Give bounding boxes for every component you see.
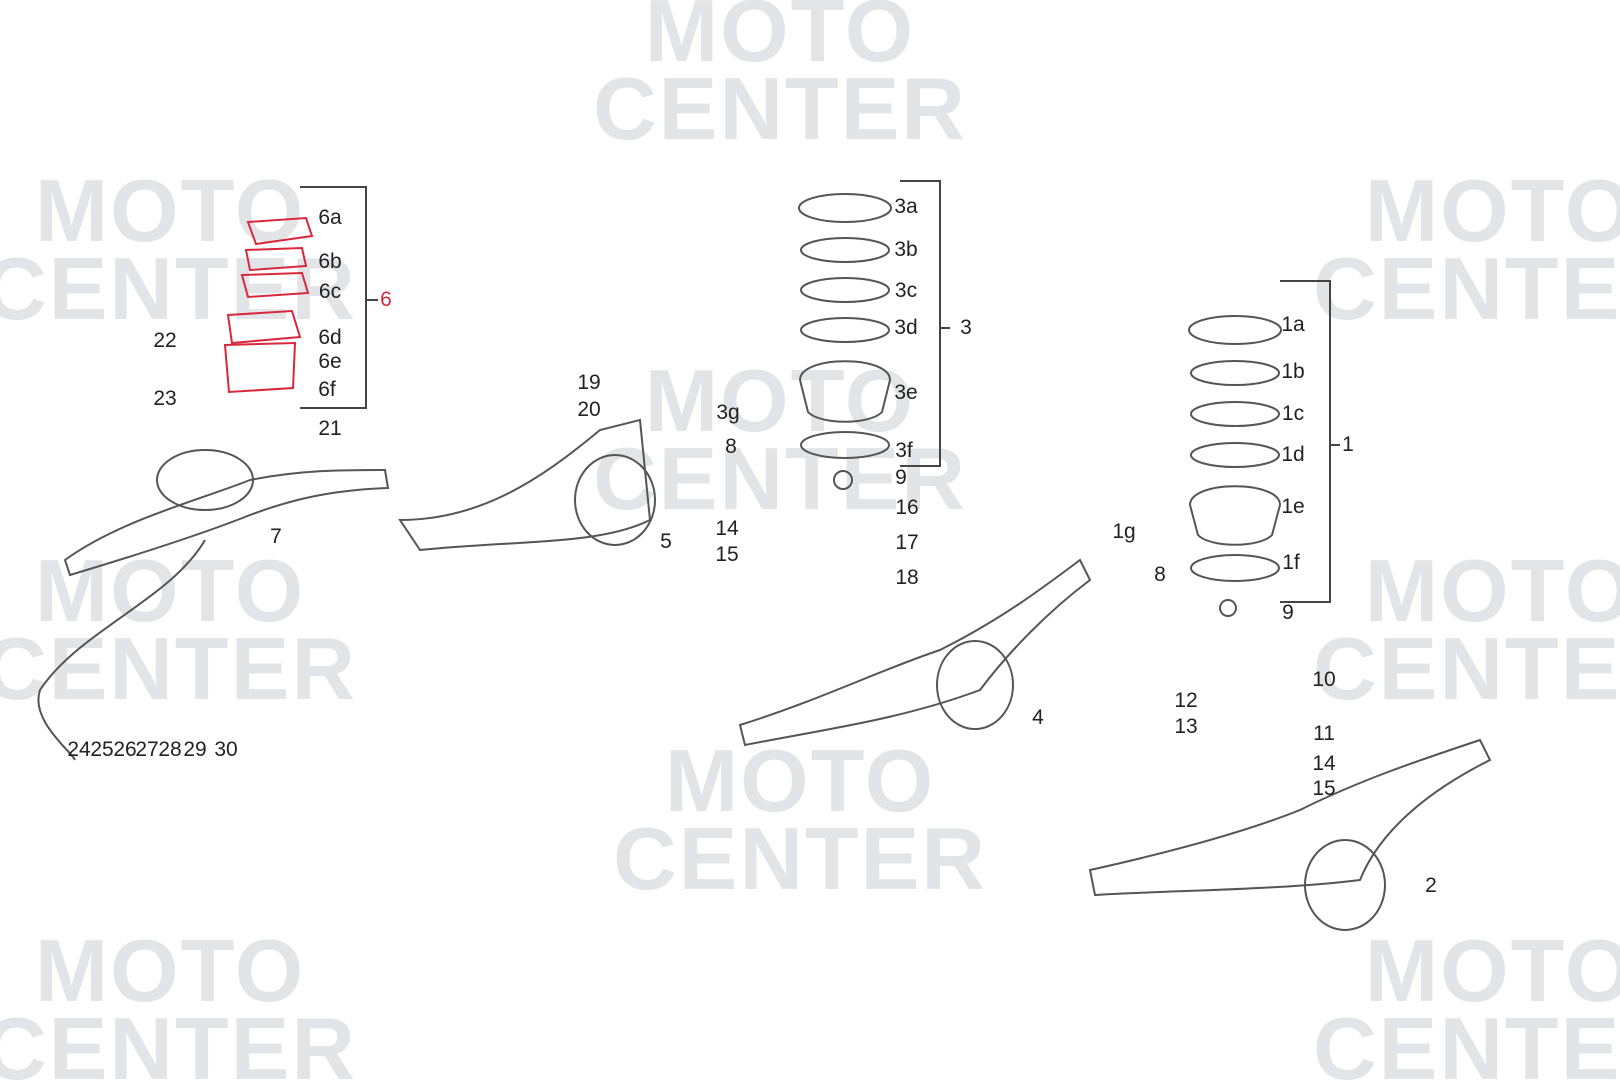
callout-23: 23 <box>153 387 177 410</box>
watermark-line1: MOTO <box>644 351 916 450</box>
callout-4: 4 <box>1032 706 1044 729</box>
callout-1a: 1a <box>1281 313 1305 336</box>
instrument-assembly-6 <box>223 216 314 394</box>
callout-14: 14 <box>715 517 739 540</box>
callout-25: 25 <box>90 738 114 761</box>
callout-28: 28 <box>158 738 182 761</box>
callout-24: 24 <box>67 738 91 761</box>
watermark-line1: MOTO <box>34 921 306 1020</box>
callout-2: 2 <box>1425 874 1437 897</box>
callout-6c: 6c <box>318 280 342 303</box>
callout-18: 18 <box>895 566 919 589</box>
watermark-line1: MOTO <box>664 731 936 830</box>
callout-1d: 1d <box>1281 443 1305 466</box>
callout-10: 10 <box>1312 668 1336 691</box>
watermark-line2: CENTER <box>0 619 357 718</box>
callout-1f: 1f <box>1282 551 1300 574</box>
watermark-line1: MOTO <box>1364 161 1620 260</box>
callout-5: 5 <box>660 530 672 553</box>
callout-30: 30 <box>214 738 238 761</box>
watermark-line2: CENTER <box>0 239 357 338</box>
callout-6: 6 <box>380 288 392 311</box>
watermark-line2: CENTER <box>593 59 967 158</box>
callout-1: 1 <box>1342 433 1354 456</box>
callout-22: 22 <box>153 329 177 352</box>
watermark-line1: MOTO <box>34 161 306 260</box>
callout-13: 13 <box>1174 715 1198 738</box>
callout-1b: 1b <box>1281 360 1305 383</box>
callout-3: 3 <box>960 316 972 339</box>
watermark-line1: MOTO <box>1364 541 1620 640</box>
callout-19: 19 <box>577 371 601 394</box>
callout-15: 15 <box>1312 777 1336 800</box>
watermark-line1: MOTO <box>34 541 306 640</box>
callout-6b: 6b <box>318 250 342 273</box>
callout-3g: 3g <box>716 401 740 424</box>
callout-3a: 3a <box>894 195 918 218</box>
watermark-line2: CENTER <box>1313 999 1620 1080</box>
callout-6f: 6f <box>318 378 336 401</box>
callout-15: 15 <box>715 543 739 566</box>
callout-8: 8 <box>1154 563 1166 586</box>
callout-9: 9 <box>1282 601 1294 624</box>
callout-7: 7 <box>270 525 282 548</box>
callout-3d: 3d <box>894 316 918 339</box>
watermark-line2: CENTER <box>1313 619 1620 718</box>
watermark-line2: CENTER <box>0 999 357 1080</box>
callout-20: 20 <box>577 398 601 421</box>
callout-3f: 3f <box>895 439 913 462</box>
callout-26: 26 <box>113 738 137 761</box>
callout-16: 16 <box>895 496 919 519</box>
callout-6e: 6e <box>318 350 342 373</box>
callout-3e: 3e <box>894 381 918 404</box>
callout-6a: 6a <box>318 206 342 229</box>
callout-1c: 1c <box>1281 402 1305 425</box>
callout-1g: 1g <box>1112 520 1136 543</box>
callout-3c: 3c <box>894 279 918 302</box>
callout-29: 29 <box>183 738 207 761</box>
watermark-line2: CENTER <box>1313 239 1620 338</box>
callout-14: 14 <box>1312 752 1336 775</box>
callout-12: 12 <box>1174 689 1198 712</box>
callout-8: 8 <box>725 435 737 458</box>
callout-9: 9 <box>895 466 907 489</box>
callout-17: 17 <box>895 531 919 554</box>
watermark-line2: CENTER <box>613 809 987 908</box>
watermark-line1: MOTO <box>1364 921 1620 1020</box>
watermark-line1: MOTO <box>644 0 916 80</box>
callout-3b: 3b <box>894 238 918 261</box>
callout-11: 11 <box>1313 722 1335 745</box>
callout-1e: 1e <box>1281 495 1305 518</box>
callout-6d: 6d <box>318 326 342 349</box>
callout-21: 21 <box>318 417 342 440</box>
callout-27: 27 <box>135 738 159 761</box>
